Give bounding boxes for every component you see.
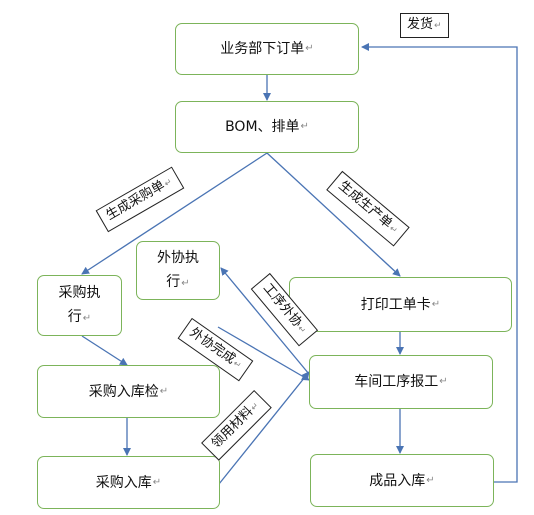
node-label: BOM、排单 [225, 119, 300, 135]
arrow-purchase-exec-to-inspect [81, 335, 128, 366]
node-bom-schedule: BOM、排单↵ [175, 101, 359, 153]
node-label: 外协执行↵ [157, 249, 199, 290]
node-label: 采购入库检 [88, 383, 159, 400]
arrow-bom-to-purchase-exec [81, 152, 268, 275]
node-business-order: 业务部下订单↵ [175, 23, 359, 75]
arrow-bom-to-print-card [266, 152, 401, 277]
node-purchase-inspection: 采购入库检↵ [37, 365, 220, 418]
node-label: 业务部下订单 [220, 41, 305, 57]
node-purchase-stock-in: 采购入库↵ [37, 456, 220, 509]
node-shop-process-report: 车间工序报工↵ [309, 355, 493, 409]
node-label: 打印工单卡 [360, 296, 431, 313]
arrow-outsource-done-to-shop-report [217, 326, 310, 381]
arrow-shop-report-to-outsource-exec [220, 267, 310, 375]
arrow-purchase-in-to-shop-report [218, 371, 310, 485]
label-ship: 发货↵ [400, 13, 449, 38]
node-outsource-exec: 外协执行↵ [136, 241, 220, 300]
node-finished-stock-in: 成品入库↵ [310, 454, 494, 507]
arrow-finished-to-order [361, 43, 518, 483]
node-print-work-card: 打印工单卡↵ [289, 277, 512, 332]
node-label: 采购入库 [95, 474, 152, 491]
node-label: 车间工序报工 [354, 374, 439, 390]
node-label: 采购执行↵ [58, 284, 101, 325]
node-label: 成品入库 [369, 472, 426, 489]
node-purchase-exec: 采购执行↵ [37, 275, 122, 336]
